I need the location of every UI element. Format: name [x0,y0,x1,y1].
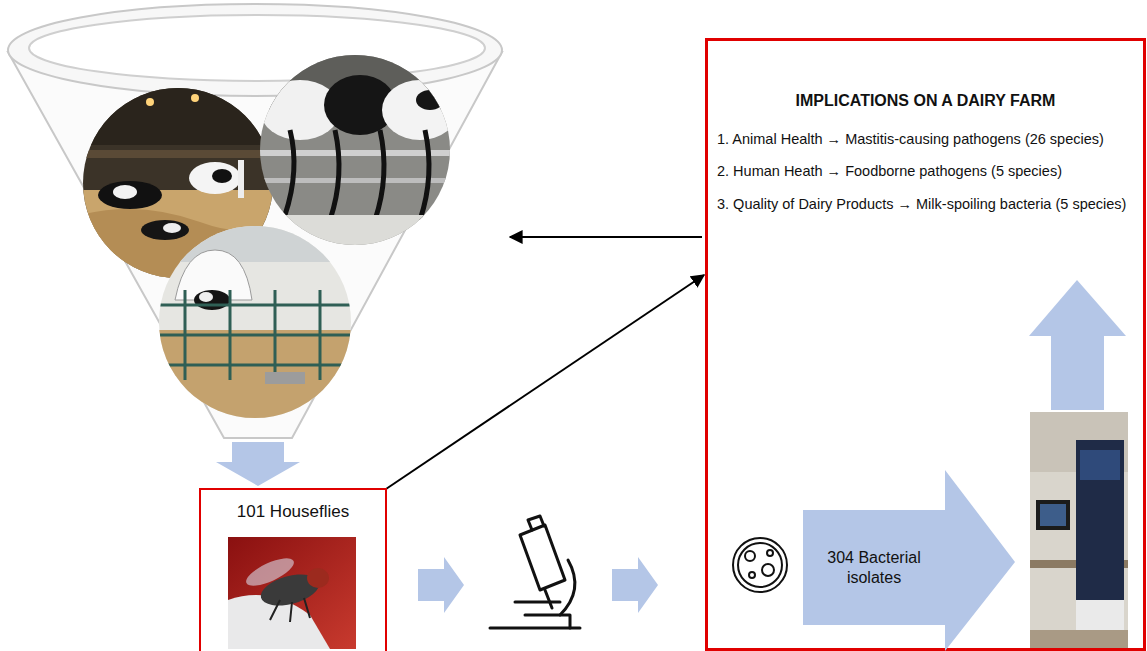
block-arrow [418,557,464,613]
calf-hutch-photo [155,222,355,425]
petri-dish-icon [733,538,787,592]
housefly-photo [228,537,356,649]
milking-parlor-photo [255,50,458,255]
isolates-arrow: 304 Bacterial isolates [803,470,1015,651]
microscope-icon [490,516,580,628]
funnel [8,4,502,438]
box-heading: IMPLICATIONS ON A DAIRY FARM [716,91,1135,110]
block-arrow [612,557,658,613]
box-text: 1. Animal Health → Mastitis-causing path… [717,131,1139,148]
implications-box: IMPLICATIONS ON A DAIRY FARM 1. Animal He… [705,38,1146,651]
block-arrow [1029,280,1126,410]
box-text: 304 Bacterial isolates [807,510,941,625]
box-text: 101 Houseflies [205,502,381,522]
arrow-fill [803,470,1015,651]
box-text: 3. Quality of Dairy Products → Milk-spoi… [717,196,1139,213]
feedback-arrow [510,236,702,238]
box-text: 2. Human Heath → Foodborne pathogens (5 … [717,163,1139,180]
instrument-photo [1030,412,1128,651]
houseflies-box: 101 Houseflies [199,488,387,651]
connector-arrow [386,275,704,489]
block-arrow [216,442,300,486]
